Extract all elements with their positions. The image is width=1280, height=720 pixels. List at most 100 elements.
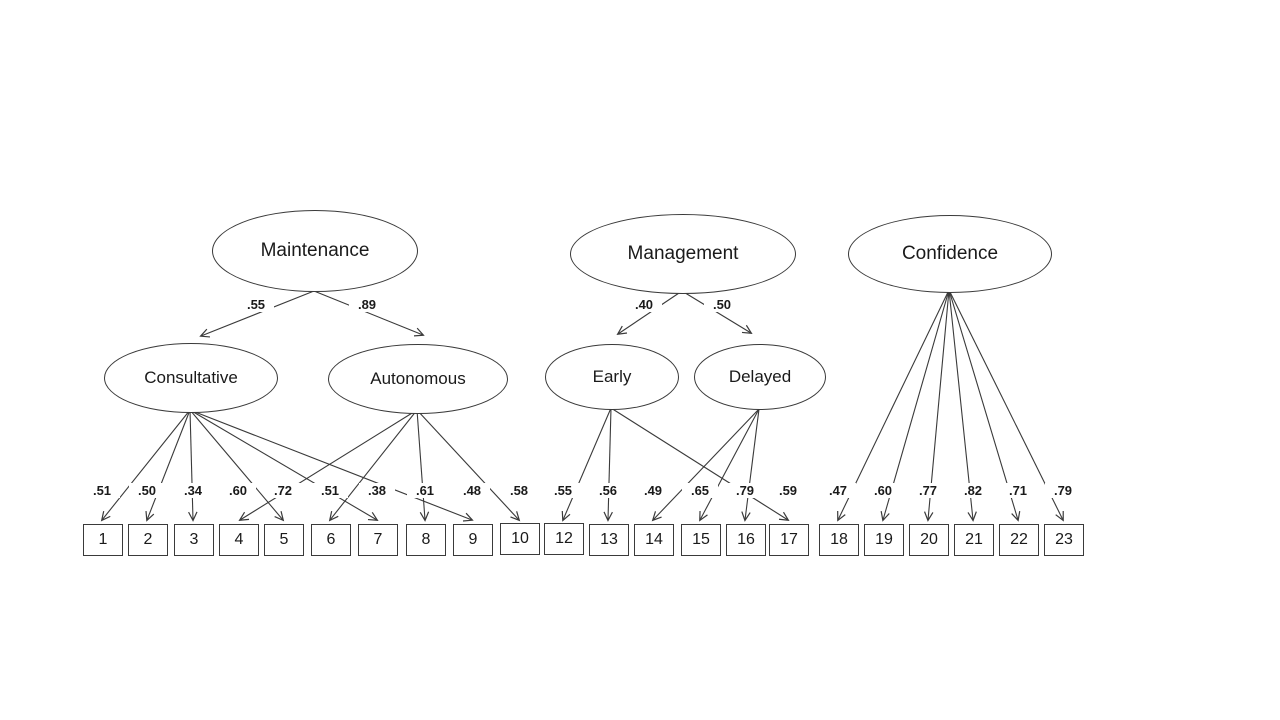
indicator-label-7: 7 xyxy=(373,531,383,548)
indicator-label-13: 13 xyxy=(600,531,618,548)
path-maintenance-consultative xyxy=(199,290,315,338)
path-confidence-item18 xyxy=(837,289,950,522)
path-delayed-item15 xyxy=(699,408,760,522)
indicator-box-12: 12 xyxy=(544,523,584,555)
indicator-label-14: 14 xyxy=(645,531,663,548)
path-confidence-item19 xyxy=(880,289,950,522)
path-confidence-item22 xyxy=(948,289,1021,522)
factor-autonomous-label: Autonomous xyxy=(370,369,466,388)
path-consultative-item3 xyxy=(188,409,198,522)
loading-item15: .65 xyxy=(682,483,718,498)
path-autonomous-item8 xyxy=(416,409,430,522)
loading-item7: .38 xyxy=(359,483,395,498)
indicator-box-7: 7 xyxy=(358,524,398,556)
factor-management-label: Management xyxy=(627,243,739,264)
factor-confidence-label: Confidence xyxy=(901,243,999,264)
indicator-box-9: 9 xyxy=(453,524,493,556)
path-early-item17 xyxy=(610,407,790,521)
indicator-label-6: 6 xyxy=(326,531,336,548)
path-delayed-item16 xyxy=(741,408,760,522)
loading-item6: .51 xyxy=(312,483,348,498)
path-autonomous-item4 xyxy=(238,409,418,521)
indicator-box-19: 19 xyxy=(864,524,904,556)
indicator-label-20: 20 xyxy=(920,531,938,548)
indicator-label-1: 1 xyxy=(98,531,108,548)
coefficient-maintenance-consultative: .55 xyxy=(238,297,274,312)
indicator-label-16: 16 xyxy=(737,531,755,548)
indicator-box-14: 14 xyxy=(634,524,674,556)
loading-item2: .50 xyxy=(129,483,165,498)
path-consultative-item7 xyxy=(189,409,379,521)
indicator-box-8: 8 xyxy=(406,524,446,556)
factor-maintenance-label: Maintenance xyxy=(260,240,370,261)
indicator-label-8: 8 xyxy=(421,531,431,548)
indicator-box-18: 18 xyxy=(819,524,859,556)
path-management-delayed xyxy=(681,290,753,334)
loading-item21: .82 xyxy=(955,483,991,498)
loading-item17: .59 xyxy=(770,483,806,498)
indicator-box-1: 1 xyxy=(83,524,123,556)
indicator-label-22: 22 xyxy=(1010,531,1028,548)
path-consultative-item2 xyxy=(145,409,191,522)
indicator-box-6: 6 xyxy=(311,524,351,556)
indicator-label-9: 9 xyxy=(468,531,478,548)
coefficient-maintenance-autonomous: .89 xyxy=(349,297,385,312)
loading-item20: .77 xyxy=(910,483,946,498)
indicator-box-22: 22 xyxy=(999,524,1039,556)
indicator-label-2: 2 xyxy=(143,531,153,548)
factor-delayed-label: Delayed xyxy=(728,367,792,386)
indicator-label-23: 23 xyxy=(1055,531,1073,548)
path-consultative-item1 xyxy=(100,409,191,522)
factor-delayed-ellipse: Delayed xyxy=(694,344,826,410)
factor-management-ellipse: Management xyxy=(570,214,796,294)
loading-item12: .55 xyxy=(545,483,581,498)
factor-consultative-label: Consultative xyxy=(144,368,238,387)
path-early-item12 xyxy=(561,407,612,522)
indicator-box-3: 3 xyxy=(174,524,214,556)
path-confidence-item23 xyxy=(948,289,1064,522)
indicator-box-17: 17 xyxy=(769,524,809,556)
indicator-label-5: 5 xyxy=(279,531,289,548)
loading-item14: .49 xyxy=(635,483,671,498)
loading-item18: .47 xyxy=(820,483,856,498)
loading-item19: .60 xyxy=(865,483,901,498)
loading-item22: .71 xyxy=(1000,483,1036,498)
coefficient-management-delayed: .50 xyxy=(704,297,740,312)
factor-autonomous-ellipse: Autonomous xyxy=(328,344,508,414)
indicator-label-4: 4 xyxy=(234,531,244,548)
indicator-box-5: 5 xyxy=(264,524,304,556)
path-consultative-item5 xyxy=(189,409,285,522)
coefficient-management-early: .40 xyxy=(626,297,662,312)
indicator-label-21: 21 xyxy=(965,531,983,548)
loading-item1: .51 xyxy=(84,483,120,498)
indicator-box-2: 2 xyxy=(128,524,168,556)
loading-item13: .56 xyxy=(590,483,626,498)
loading-item10: .58 xyxy=(501,483,537,498)
factor-early-label: Early xyxy=(592,367,632,386)
path-maintenance-autonomous xyxy=(313,290,425,337)
indicator-label-12: 12 xyxy=(555,530,573,547)
indicator-box-15: 15 xyxy=(681,524,721,556)
indicator-box-16: 16 xyxy=(726,524,766,556)
indicator-label-15: 15 xyxy=(692,531,710,548)
factor-maintenance-ellipse: Maintenance xyxy=(212,210,418,292)
loading-item9: .48 xyxy=(454,483,490,498)
loading-item23: .79 xyxy=(1045,483,1081,498)
loading-item3: .34 xyxy=(175,483,211,498)
indicator-box-21: 21 xyxy=(954,524,994,556)
indicator-box-13: 13 xyxy=(589,524,629,556)
loading-item8: .61 xyxy=(407,483,443,498)
path-consultative-item9 xyxy=(189,409,474,522)
path-management-early xyxy=(616,290,683,336)
loading-item5: .72 xyxy=(265,483,301,498)
factor-consultative-ellipse: Consultative xyxy=(104,343,278,413)
loading-item16: .79 xyxy=(727,483,763,498)
path-confidence-item20 xyxy=(923,289,950,522)
indicator-label-10: 10 xyxy=(511,530,529,547)
loading-item4: .60 xyxy=(220,483,256,498)
factor-confidence-ellipse: Confidence xyxy=(848,215,1052,293)
path-autonomous-item6 xyxy=(328,409,418,522)
factor-early-ellipse: Early xyxy=(545,344,679,410)
indicator-label-3: 3 xyxy=(189,531,199,548)
